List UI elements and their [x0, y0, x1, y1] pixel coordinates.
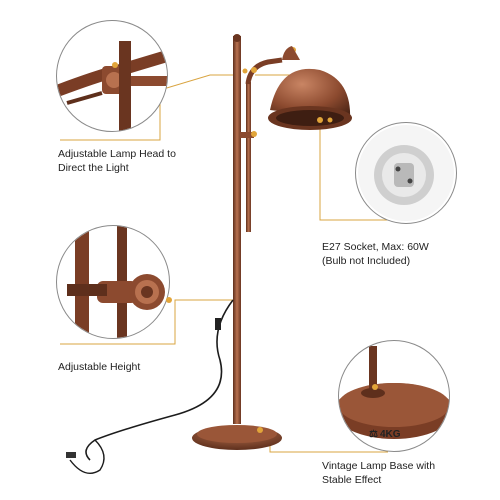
detail-circle-socket [355, 122, 457, 224]
caption-height: Adjustable Height [58, 360, 140, 374]
weight-icon: ⚖ [369, 429, 378, 440]
connector-dot-head [112, 62, 118, 68]
weight-label: ⚖ 4KG [369, 429, 401, 440]
caption-socket-line2: (Bulb not Included) [322, 255, 411, 267]
caption-lamp-head-line1: Adjustable Lamp Head to [58, 148, 176, 160]
lamp-arm [246, 82, 251, 232]
caption-base-line2: Stable Effect [322, 474, 382, 486]
lamp-pole [233, 36, 241, 424]
detail-circle-lamp-head [56, 20, 168, 132]
connector-dot-height [166, 297, 172, 303]
power-cord [85, 299, 234, 461]
lamp-shade [268, 46, 352, 130]
detail-circle-base: ⚖ 4KG [338, 340, 450, 452]
weight-value: 4KG [379, 429, 401, 440]
caption-lamp-head: Adjustable Lamp Head to Direct the Light [58, 147, 176, 175]
lamp-base [192, 425, 282, 450]
connector-dot-socket [317, 117, 323, 123]
caption-socket: E27 Socket, Max: 60W (Bulb not Included) [322, 240, 429, 268]
caption-base: Vintage Lamp Base with Stable Effect [322, 459, 435, 487]
caption-base-line1: Vintage Lamp Base with [322, 460, 436, 472]
caption-socket-line1: E27 Socket, Max: 60W [322, 241, 429, 253]
caption-lamp-head-line2: Direct the Light [58, 162, 129, 174]
caption-height-line1: Adjustable Height [58, 361, 141, 373]
detail-circle-height [56, 225, 170, 339]
